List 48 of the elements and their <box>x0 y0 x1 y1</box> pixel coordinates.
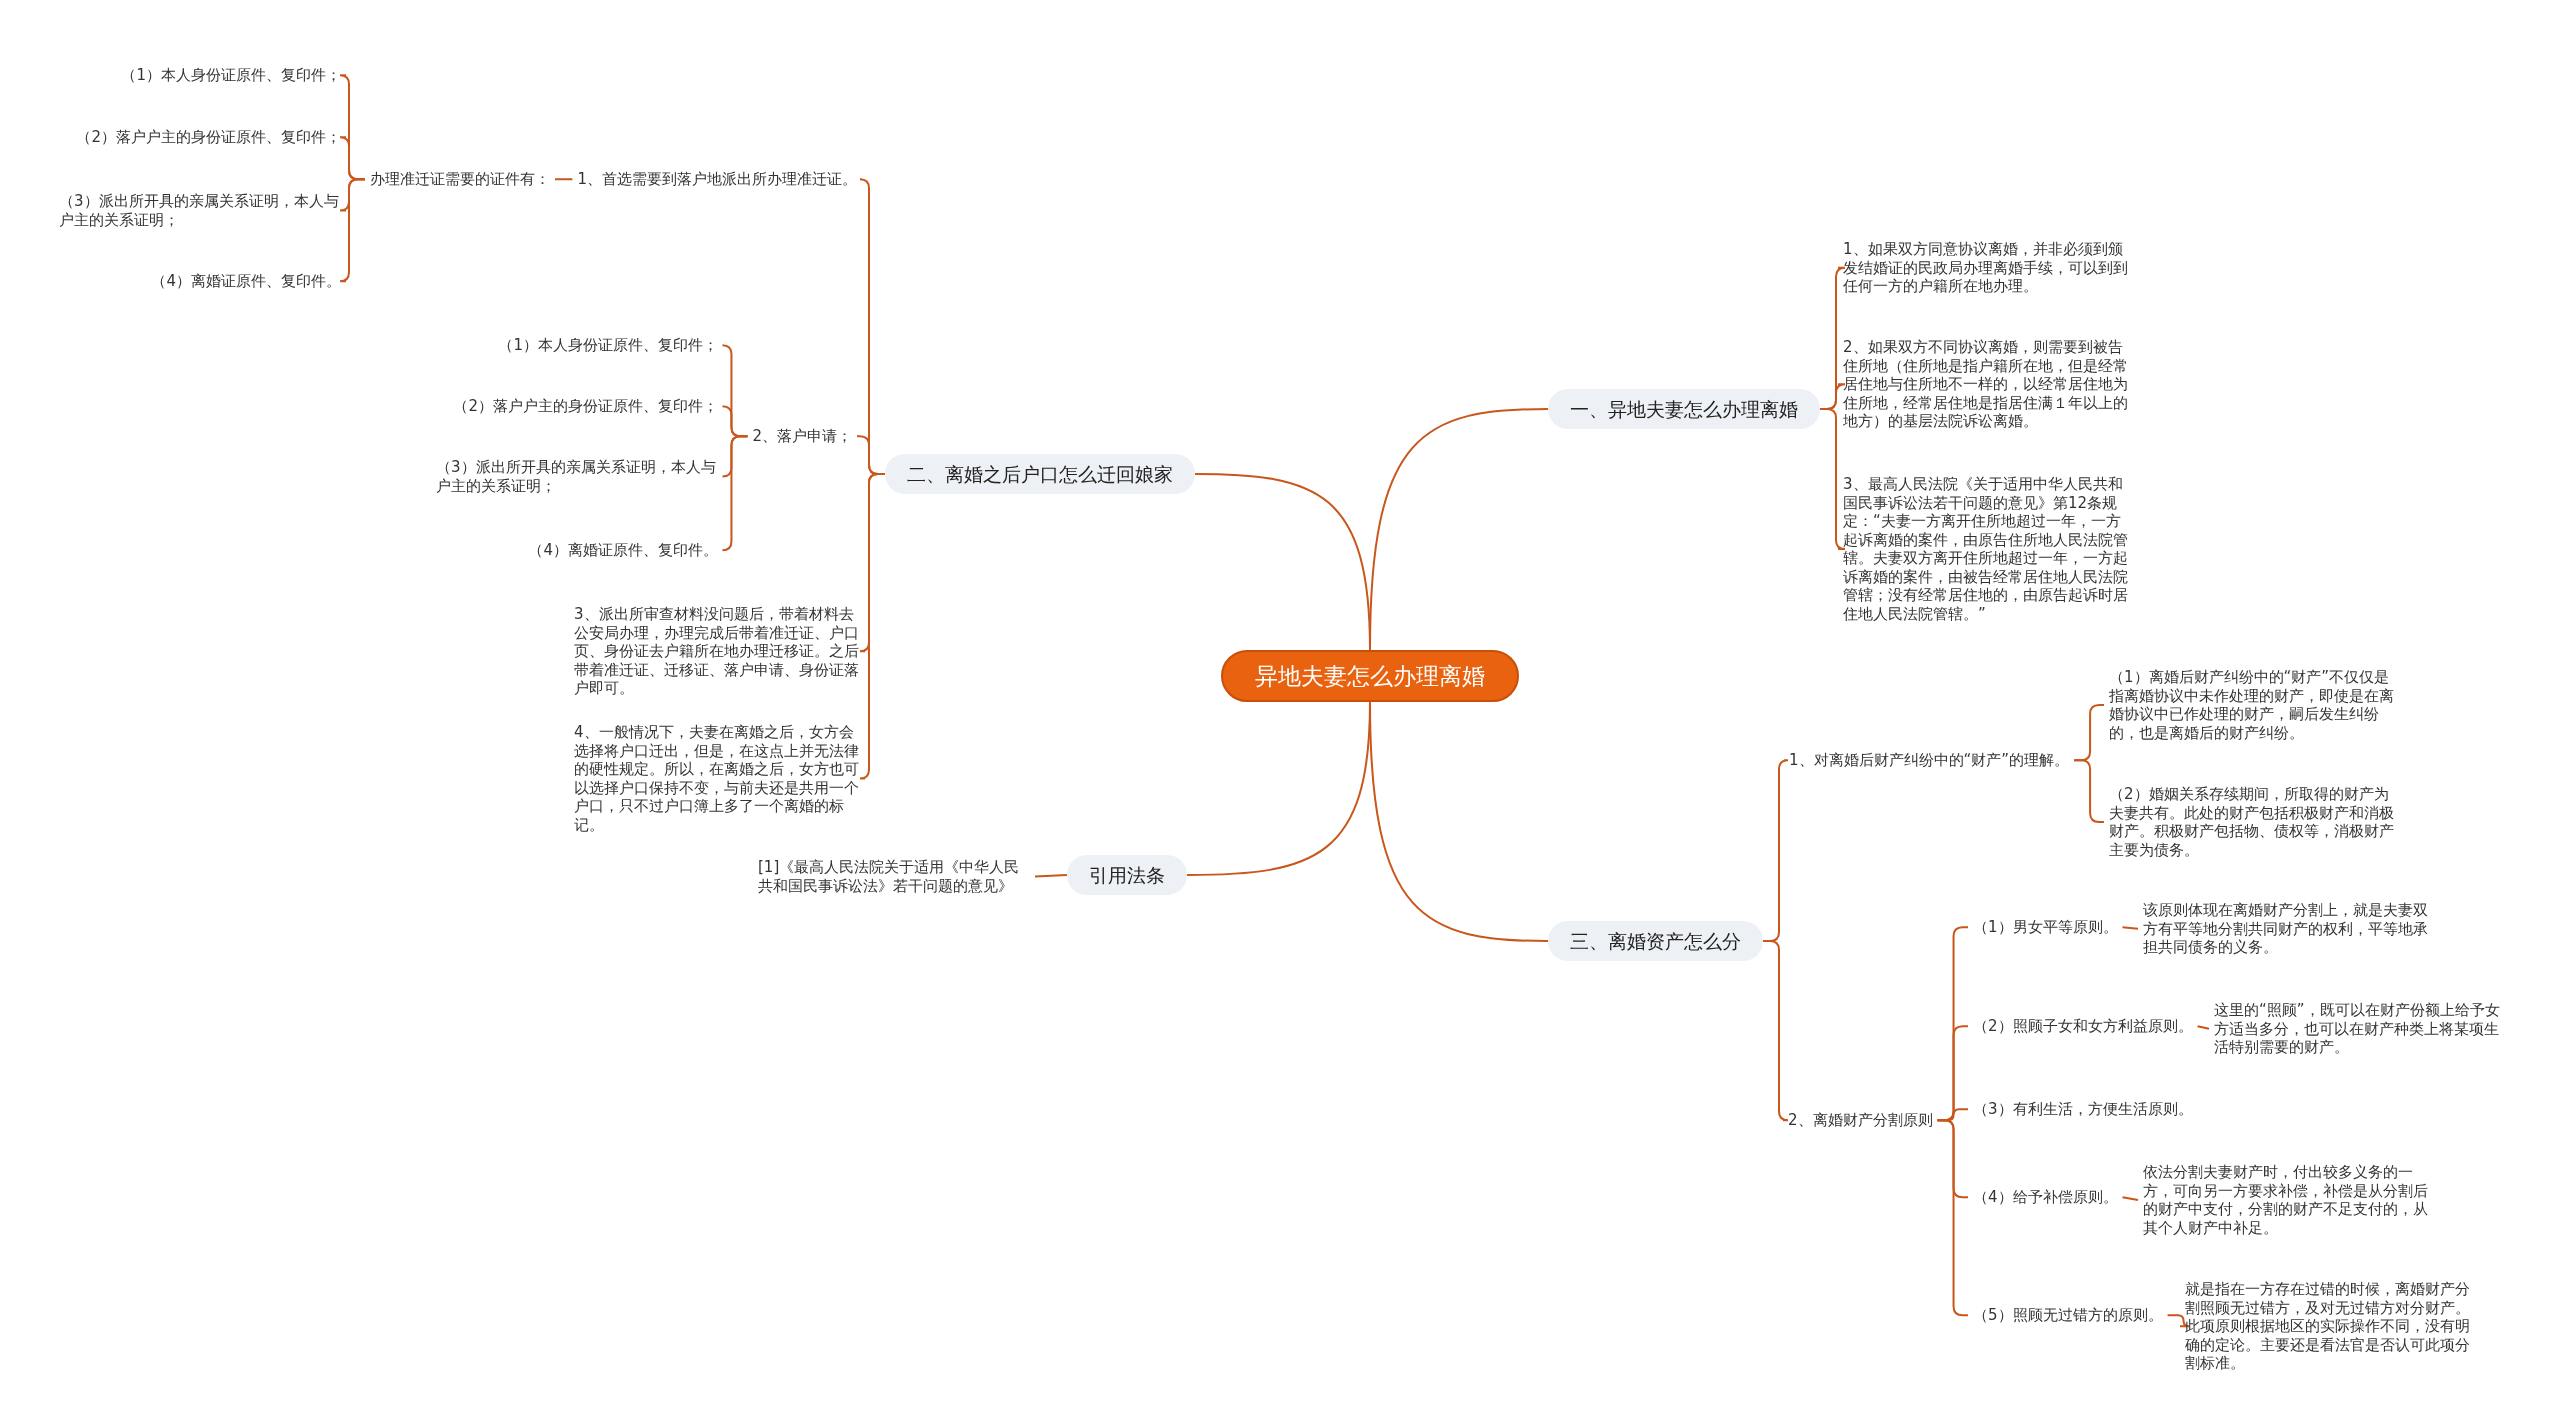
connector-line <box>721 435 749 552</box>
connector-line <box>2196 1025 2210 1030</box>
topic-text: 办理准迁证需要的证件有： <box>365 170 555 189</box>
topic-text: （3）派出所开具的亲属关系证明，本人与户主的关系证明； <box>431 458 723 495</box>
topic-text: 该原则体现在离婚财产分割上，就是夫妻双方有平等地分割共同财产的权利，平等地承担共同债务的义务。 <box>2138 901 2434 957</box>
connector-line <box>339 178 366 283</box>
branch-topic: 三、离婚资产怎么分 <box>1548 921 1763 961</box>
topic-text: （4）给予补偿原则。 <box>1968 1188 2123 1207</box>
topic-text: （4）离婚证原件、复印件。 <box>146 272 346 291</box>
topic-text: （3）派出所开具的亲属关系证明，本人与户主的关系证明； <box>54 192 346 229</box>
connector-line <box>1034 874 1068 878</box>
topic-text: 2、离婚财产分割原则 <box>1783 1111 1938 1130</box>
connector-line <box>1762 940 1789 1122</box>
topic-text: 1、首选需要到落户地派出所办理准迁证。 <box>572 170 862 189</box>
connector-line <box>2166 1314 2191 1328</box>
connector-line <box>859 473 886 780</box>
topic-text: （1）离婚后财产纠纷中的“财产”不仅仅是指离婚协议中未作处理的财产，即使是在离婚协议中已作处理的财产，嗣后发生纠纷的，也是离婚后的财产纠纷。 <box>2104 668 2400 742</box>
topic-text: 1、如果双方同意协议离婚，并非必须到颁发结婚证的民政局办理离婚手续，可以到到任何一方的户籍所在地办理。 <box>1838 240 2134 296</box>
branch-topic: 引用法条 <box>1067 855 1187 895</box>
topic-text: （3）有利生活，方便生活原则。 <box>1968 1100 2198 1119</box>
topic-text: 3、最高人民法院《关于适用中华人民共和国民事诉讼法若干问题的意见》第12条规定：“夫妻一方离开住所地超过一年，一方起诉离婚的案件，由原告住所地人民法院管辖。夫妻双方离开住所地超过一年，一方起诉离婚的案件，由被告经常居住地人民法院管辖；没有经常居住地的，由原告起诉时居住地人民法院管辖。” <box>1838 475 2134 623</box>
connector-line <box>2121 1196 2139 1201</box>
topic-text: （1）本人身份证原件、复印件； <box>493 336 723 355</box>
topic-text: 1、对离婚后财产纠纷中的“财产”的理解。 <box>1784 751 2075 770</box>
topic-text: （2）落户户主的身份证原件、复印件； <box>448 397 723 416</box>
connector-line <box>2121 926 2139 930</box>
topic-text: 2、落户申请； <box>747 427 857 446</box>
topic-text: 4、一般情况下，夫妻在离婚之后，女方会选择将户口迁出，但是，在这点上并无法律的硬性规定。所以，在离婚之后，女方也可以选择户口保持不变，与前夫还是共用一个户口，只不过户口簿上多了一个离婚的标记。 <box>569 723 865 834</box>
topic-text: （1）本人身份证原件、复印件； <box>116 66 346 85</box>
topic-text: （2）落户户主的身份证原件、复印件； <box>71 128 346 147</box>
connector-line <box>1194 473 1371 651</box>
topic-text: （4）离婚证原件、复印件。 <box>523 541 723 560</box>
topic-text: 2、如果双方不同协议离婚，则需要到被告住所地（住所地是指户籍所在地，但是经常居住地与住所地不一样的，以经常居住地为住所地，经常居住地是指居住满１年以上的地方）的基层法院诉讼离婚。 <box>1838 338 2134 431</box>
topic-text: 3、派出所审查材料没问题后，带着材料去公安局办理，办理完成后带着准迁证、户口页、身份证去户籍所在地办理迁移证。之后带着准迁证、迁移证、落户申请、身份证落户即可。 <box>569 605 865 698</box>
branch-topic: 一、异地夫妻怎么办理离婚 <box>1548 389 1820 429</box>
topic-text: （5）照顾无过错方的原则。 <box>1968 1306 2168 1325</box>
topic-text: （2）婚姻关系存续期间，所取得的财产为夫妻共有。此处的财产包括积极财产和消极财产。积极财产包括物、债权等，消极财产主要为债务。 <box>2104 785 2400 859</box>
connector-line <box>554 178 574 181</box>
topic-text: 这里的“照顾”，既可以在财产份额上给予女方适当多分，也可以在财产种类上将某项生活特别需要的财产。 <box>2209 1001 2505 1057</box>
connector-line <box>1369 701 1549 942</box>
branch-topic: 二、离婚之后户口怎么迁回娘家 <box>885 454 1195 494</box>
central-topic: 异地夫妻怎么办理离婚 <box>1221 650 1519 702</box>
topic-text: 依法分割夫妻财产时，付出较多义务的一方，可向另一方要求补偿，补偿是从分割后的财产中支付，分割的财产不足支付的，从其个人财产中补足。 <box>2138 1163 2434 1237</box>
topic-text: （2）照顾子女和女方利益原则。 <box>1968 1017 2198 1036</box>
connector-line <box>1819 408 1846 550</box>
topic-text: 就是指在一方存在过错的时候，离婚财产分割照顾无过错方，及对无过错方对分财产。此项原则根据地区的实际操作不同，没有明确的定论。主要还是看法官是否认可此项分割标准。 <box>2180 1280 2476 1373</box>
topic-text: （1）男女平等原则。 <box>1968 918 2123 937</box>
topic-text: [1]《最高人民法院关于适用《中华人民共和国民事诉讼法》若干问题的意见》 <box>753 858 1035 895</box>
